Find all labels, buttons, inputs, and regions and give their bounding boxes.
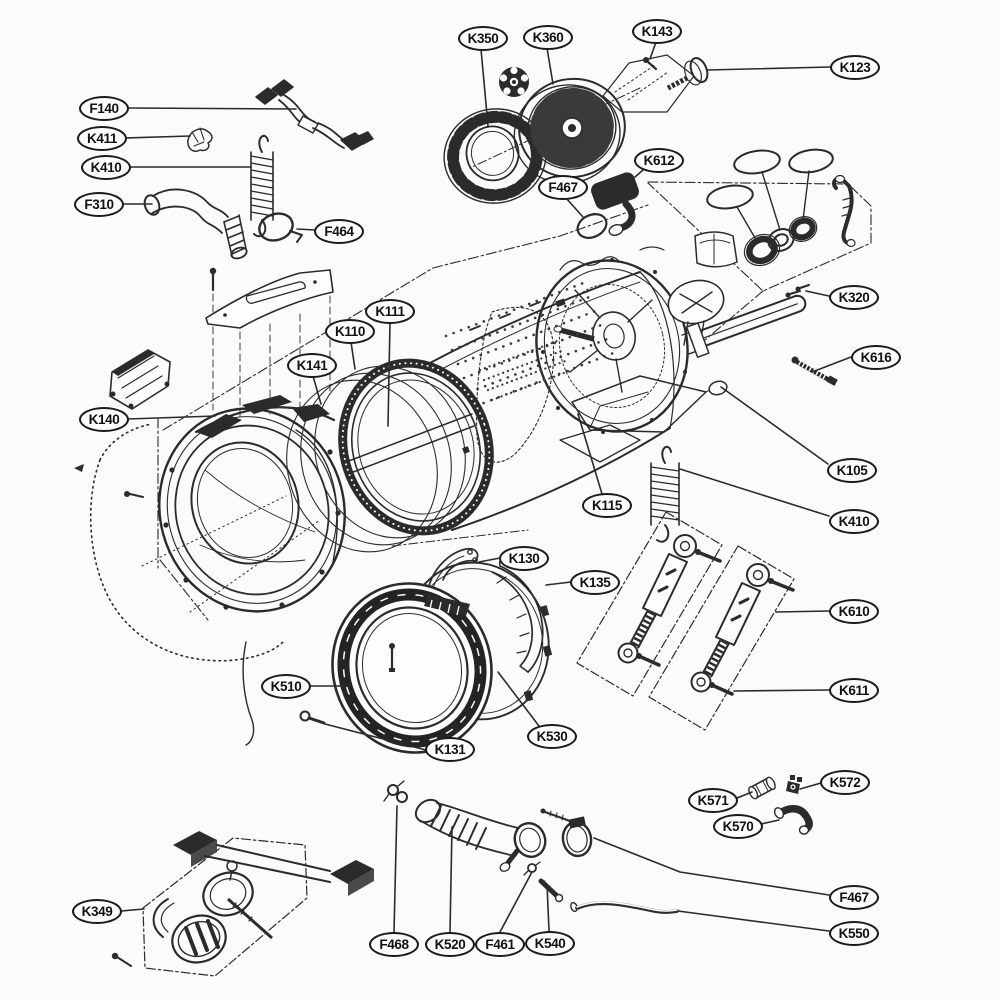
rotor-drawing (513, 77, 626, 185)
callout-K510: K510 (261, 674, 311, 699)
gasket-bolt-drawing (299, 710, 326, 725)
elbow-hose-drawing (773, 805, 813, 835)
callout-K140: K140 (79, 407, 129, 432)
door-gasket-drawing (331, 582, 493, 754)
pressure-hose-drawing (570, 901, 679, 914)
pump-assembly-drawing (111, 831, 374, 967)
wire-harness-drawing (255, 79, 374, 151)
boot-retainer-drawing (491, 554, 544, 673)
callout-K410-right: K410 (829, 509, 879, 534)
callout-K349: K349 (72, 899, 122, 924)
heater-drawing (681, 284, 810, 358)
callout-K110: K110 (325, 319, 375, 344)
check-valve-drawing (748, 776, 776, 800)
callout-K411: K411 (77, 126, 127, 151)
callout-K360: K360 (523, 25, 573, 50)
callout-K320: K320 (829, 285, 879, 310)
callout-F464: F464 (314, 219, 364, 244)
elbow-pipe-drawing (832, 174, 856, 248)
callout-K141: K141 (287, 353, 337, 378)
spring-drawing-left (250, 134, 274, 238)
rotor-hub-cap-drawing (499, 66, 529, 97)
callout-F467-bottom: F467 (829, 885, 879, 910)
callout-K571: K571 (688, 788, 738, 813)
callout-K612: K612 (634, 148, 684, 173)
mounting-plate-drawing (205, 267, 334, 329)
air-chamber-drawing (576, 172, 639, 239)
drain-hose-drawing (143, 188, 248, 260)
valve-fitting-drawing (786, 775, 802, 794)
callout-K143: K143 (632, 19, 682, 44)
callout-F140: F140 (79, 96, 129, 121)
bracket-drawing (74, 349, 171, 498)
drum-drawing (286, 271, 675, 553)
rotor-bolt-drawing (666, 57, 709, 91)
damper-drawing-left (617, 534, 722, 667)
callout-K610: K610 (829, 599, 879, 624)
callout-K611: K611 (829, 678, 879, 703)
callout-K570: K570 (713, 814, 763, 839)
callout-K105: K105 (827, 458, 877, 483)
callout-K123: K123 (830, 55, 880, 80)
callout-K350: K350 (458, 26, 508, 51)
callout-F467-top: F467 (538, 175, 588, 200)
damper-drawing-right (690, 563, 795, 696)
callout-K410-left: K410 (81, 155, 131, 180)
leader-lines (120, 41, 852, 933)
rear-tub-drawing (535, 231, 738, 463)
callout-K530: K530 (527, 724, 577, 749)
callout-K572: K572 (820, 770, 870, 795)
seal-rings-drawing (706, 148, 834, 267)
callout-K111: K111 (365, 299, 415, 324)
callout-F461: F461 (475, 932, 525, 957)
front-tub-drawing (158, 395, 346, 746)
callout-K616: K616 (851, 345, 901, 370)
callout-K115: K115 (582, 493, 632, 518)
callout-F468: F468 (369, 932, 419, 957)
callout-K540: K540 (525, 931, 575, 956)
spring-drawing-right (650, 445, 680, 543)
boot-clamp-wire-drawing (427, 547, 479, 592)
bellows-hose-drawing (383, 780, 593, 903)
wire-clip-drawing (187, 127, 213, 152)
clamp-ring-drawing (258, 212, 303, 243)
callout-K550: K550 (829, 921, 879, 946)
callout-K135: K135 (570, 570, 620, 595)
callout-K131: K131 (425, 737, 475, 762)
callout-K130: K130 (499, 546, 549, 571)
callout-K520: K520 (425, 932, 475, 957)
callout-F310: F310 (74, 192, 124, 217)
